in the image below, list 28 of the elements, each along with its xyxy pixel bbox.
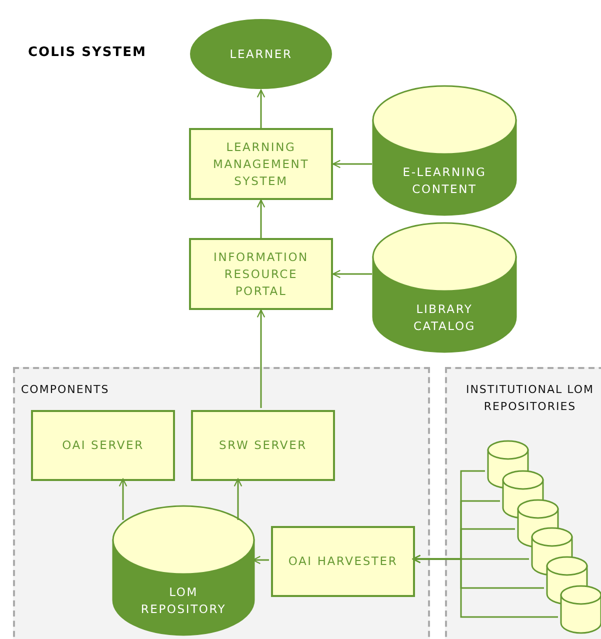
diagram-title: COLIS SYSTEM xyxy=(28,45,146,60)
group-label: COMPONENTS xyxy=(20,382,110,398)
node-label: SRW SERVER xyxy=(219,437,307,454)
process-box xyxy=(189,238,333,310)
arrow xyxy=(256,309,266,408)
node-label: E-LEARNING CONTENT xyxy=(402,164,488,198)
arrow xyxy=(256,89,266,128)
node-label: INFORMATION RESOURCE PORTAL xyxy=(212,248,310,300)
process-box xyxy=(191,410,335,481)
arrow xyxy=(332,160,372,168)
group-panel xyxy=(445,367,601,639)
process-box xyxy=(31,410,175,481)
process-box xyxy=(271,526,415,597)
node-label: OAI SERVER xyxy=(62,437,144,454)
group-label: INSTITUTIONAL LOM REPOSITORIES xyxy=(464,382,596,415)
arrow xyxy=(118,478,128,520)
arrow xyxy=(332,270,372,278)
node-label: LOM REPOSITORY xyxy=(140,584,228,618)
node-label: OAI HARVESTER xyxy=(288,553,398,570)
node-label: LEARNER xyxy=(230,46,292,62)
process-box xyxy=(189,128,333,200)
arrow xyxy=(412,554,558,618)
node-label: LEARNING MANAGEMENT SYSTEM xyxy=(212,138,310,190)
arrow xyxy=(256,199,266,238)
group-panel xyxy=(13,367,430,639)
arrow xyxy=(252,556,269,564)
arrow xyxy=(234,478,242,520)
node-label: LIBRARY CATALOG xyxy=(412,301,477,335)
